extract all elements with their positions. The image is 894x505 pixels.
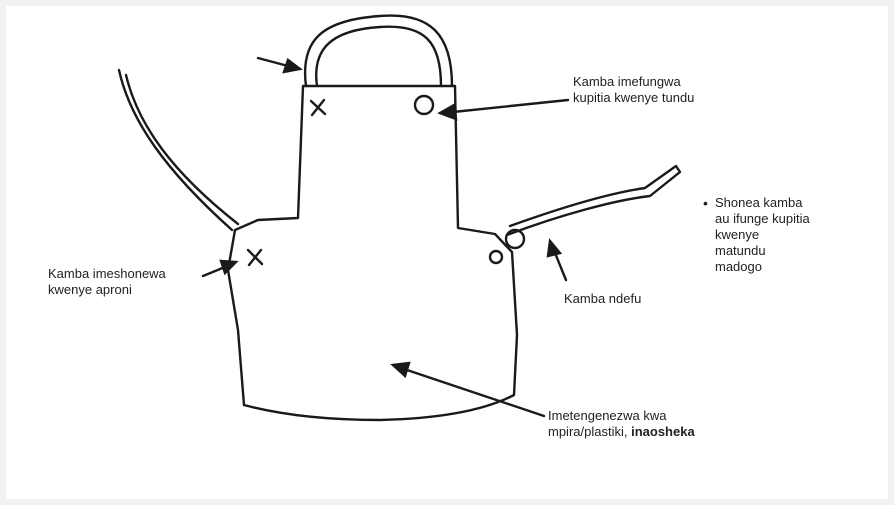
label-line: Kamba ndefu <box>564 291 641 307</box>
arrow-long-string-pointer <box>555 253 566 280</box>
hole-right-small <box>490 251 502 263</box>
label-line: Shonea kamba <box>715 195 810 211</box>
label-string-top: Kamba imefungwa kupitia kwenye tundu <box>573 74 694 106</box>
arrow-long-string-pointer-head <box>548 241 560 256</box>
hole-top <box>415 96 433 114</box>
label-line: kwenye <box>715 227 810 243</box>
label-line: mpira/plastiki, inaosheka <box>548 424 695 440</box>
label-line: au ifunge kupitia <box>715 211 810 227</box>
right-long-string <box>507 166 680 235</box>
label-line: kwenye aproni <box>48 282 166 298</box>
label-long-string: Kamba ndefu <box>564 291 641 307</box>
arrow-sewn-pointer <box>203 267 225 276</box>
arrow-neck-strap-head <box>284 60 300 72</box>
label-line: Kamba imeshonewa <box>48 266 166 282</box>
arrow-hole-pointer <box>453 100 568 112</box>
neck-loop-strap-inner <box>316 27 441 86</box>
bullet-marker: • <box>703 195 708 211</box>
label-line: matundu <box>715 243 810 259</box>
label-text: mpira/plastiki, <box>548 424 627 439</box>
left-waist-string-inner <box>126 75 238 224</box>
label-string-sewn: Kamba imeshonewa kwenye aproni <box>48 266 166 298</box>
label-instruction: Shonea kamba au ifunge kupitia kwenye ma… <box>715 195 810 275</box>
arrow-hole-pointer-head <box>440 105 456 119</box>
arrow-neck-strap <box>258 58 288 66</box>
label-line: Kamba imefungwa <box>573 74 694 90</box>
label-line: Imetengenezwa kwa <box>548 408 695 424</box>
apron-outline <box>228 86 517 420</box>
sewn-x-mark-left <box>248 250 262 265</box>
sewn-x-mark-top <box>311 100 325 115</box>
label-line: madogo <box>715 259 810 275</box>
arrow-material-pointer-head <box>393 363 409 376</box>
label-line: kupitia kwenye tundu <box>573 90 694 106</box>
label-emphasis: inaosheka <box>631 424 695 439</box>
label-material: Imetengenezwa kwa mpira/plastiki, inaosh… <box>548 408 695 440</box>
